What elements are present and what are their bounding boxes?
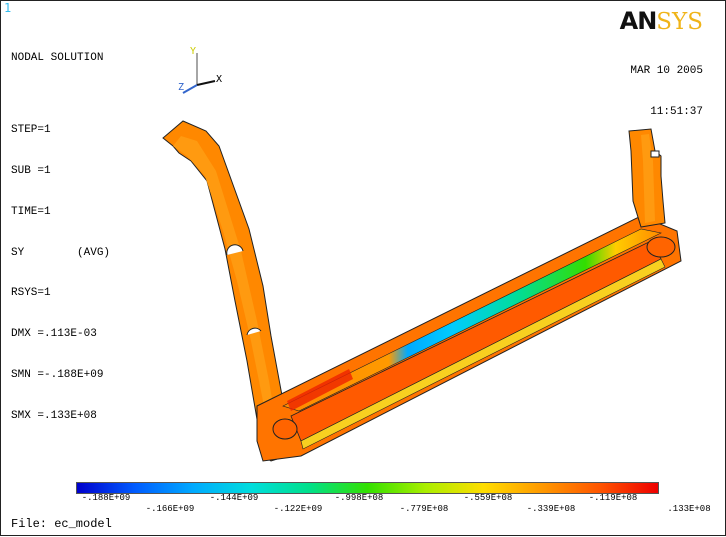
info-time: TIME=1 xyxy=(11,205,51,218)
left-arm-notch-2 xyxy=(246,327,262,336)
legend-label: -.166E+09 xyxy=(145,504,195,514)
info-rsys: RSYS=1 xyxy=(11,287,51,300)
file-label: File: ec_model xyxy=(11,517,112,531)
solution-info: NODAL SOLUTION STEP=1 SUB =1 TIME=1 SY (… xyxy=(11,25,110,450)
info-sub: SUB =1 xyxy=(11,164,51,177)
legend-colorbar xyxy=(76,482,659,494)
legend-label: -.339E+08 xyxy=(526,504,576,514)
legend-label: .133E+08 xyxy=(667,504,711,514)
beam-hole-left xyxy=(272,418,298,440)
solution-title: NODAL SOLUTION xyxy=(11,52,104,65)
right-post-notch xyxy=(650,150,660,158)
window-number: 1 xyxy=(4,1,12,15)
legend-label: -.119E+08 xyxy=(588,493,638,503)
legend-label: -.188E+09 xyxy=(81,493,131,503)
legend-label: -.559E+08 xyxy=(463,493,513,503)
info-step: STEP=1 xyxy=(11,124,51,137)
legend-label: -.144E+09 xyxy=(209,493,259,503)
date-label: MAR 10 2005 xyxy=(630,65,703,78)
triad-y-label: Y xyxy=(190,46,196,57)
axis-triad: Y X Z xyxy=(178,46,222,94)
time-label: 11:51:37 xyxy=(650,105,703,118)
info-smn: SMN =-.188E+09 xyxy=(11,368,104,381)
beam-core xyxy=(290,240,662,442)
ansys-logo: ANSYS xyxy=(619,7,703,35)
left-arm-notch xyxy=(226,244,244,256)
info-sy: SY (AVG) xyxy=(11,246,111,259)
triad-x-label: X xyxy=(216,74,222,85)
triad-z-label: Z xyxy=(178,82,184,93)
datetime-block: MAR 10 2005 11:51:37 xyxy=(630,38,703,147)
legend-label: -.779E+08 xyxy=(399,504,449,514)
legend-label: -.122E+09 xyxy=(273,504,323,514)
info-dmx: DMX =.113E-03 xyxy=(11,328,97,341)
info-smx: SMX =.133E+08 xyxy=(11,409,97,422)
beam-red-patch xyxy=(287,369,353,411)
beam-hole-right xyxy=(646,236,676,258)
beam-lower-strip xyxy=(300,258,666,450)
legend-label: -.998E+08 xyxy=(334,493,384,503)
